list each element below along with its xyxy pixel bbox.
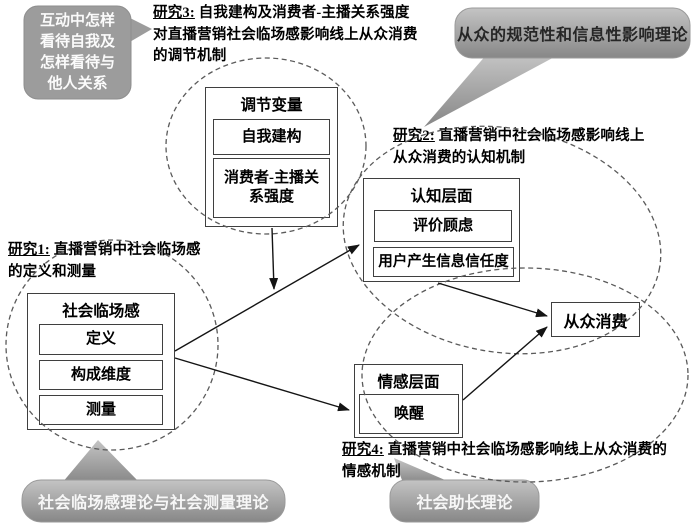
- arrow-moderator-to-path: [269, 227, 279, 290]
- callout-conformity-influence-theory: 从众的规范性和信息性影响理论: [456, 27, 688, 44]
- affective-level-title: 情感层面: [377, 374, 440, 391]
- study2-label: 研究2: 直播营销中社会临场感影响线上 从众消费的认知机制: [393, 126, 645, 169]
- conformity-consumption-box: 从众消费: [551, 302, 640, 337]
- ugc-trust-box: 用户产生信息信任度: [373, 247, 514, 277]
- arousal-box: 唤醒: [359, 394, 459, 434]
- callout-line: 他人关系: [47, 75, 108, 92]
- definition-box: 定义: [39, 324, 163, 355]
- social-presence-title: 社会临场感: [62, 303, 140, 320]
- self-construal-box: 自我建构: [213, 119, 330, 155]
- study3-label: 研究3: 自我建构及消费者-主播关系强度 对直播营销社会临场感影响线上从众消费 …: [153, 3, 418, 68]
- cognitive-level-title: 认知层面: [410, 188, 473, 205]
- callout-line: 看待自我及: [39, 33, 115, 50]
- callout-line: 互动中怎样: [39, 12, 115, 29]
- arrow-cognitive-to-conformity: [437, 282, 548, 318]
- consumer-host-relationship-box: 消费者-主播关 系强度: [213, 158, 330, 218]
- study1-line1: 研究1: 直播营销中社会临场感: [8, 242, 201, 258]
- study2-line1: 研究2: 直播营销中社会临场感影响线上: [393, 128, 645, 144]
- callout-social-presence-theory: 社会临场感理论与社会测量理论: [37, 495, 269, 512]
- study4-label: 研究4: 直播营销中社会临场感影响线上从众消费的 情感机制: [342, 440, 667, 483]
- moderators-title: 调节变量: [240, 97, 303, 114]
- study3-line2: 对直播营销社会临场感影响线上从众消费: [153, 26, 418, 43]
- study4-line1: 研究4: 直播营销中社会临场感影响线上从众消费的: [342, 442, 668, 458]
- moderators-box: 调节变量 自我建构 消费者-主播关 系强度: [205, 87, 338, 227]
- measurement-box: 测量: [39, 395, 163, 425]
- callout-social-facilitation-theory: 社会助长理论: [416, 495, 513, 512]
- study2-line2: 从众消费的认知机制: [393, 149, 526, 166]
- study3-line1: 研究3: 自我建构及消费者-主播关系强度: [153, 5, 410, 21]
- dimensions-box: 构成维度: [39, 360, 163, 390]
- study1-label: 研究1: 直播营销中社会临场感 的定义和测量: [8, 240, 201, 283]
- social-presence-box: 社会临场感 定义 构成维度 测量: [27, 293, 175, 430]
- callout-self-other-view: 互动中怎样 看待自我及 怎样看待与 他人关系: [24, 6, 131, 99]
- study4-line2: 情感机制: [342, 463, 401, 480]
- arrow-presence-to-affective: [174, 357, 350, 412]
- evaluation-apprehension-box: 评价顾虑: [374, 210, 512, 242]
- study3-line3: 的调节机制: [153, 48, 227, 64]
- affective-level-box: 情感层面 唤醒: [354, 364, 463, 438]
- arrow-affective-to-conformity: [462, 326, 548, 401]
- study1-line2: 的定义和测量: [8, 263, 97, 280]
- arrow-presence-to-cognitive: [174, 244, 360, 352]
- cognitive-level-box: 认知层面 评价顾虑 用户产生信息信任度: [363, 178, 520, 282]
- callout-line: 怎样看待与: [39, 54, 115, 71]
